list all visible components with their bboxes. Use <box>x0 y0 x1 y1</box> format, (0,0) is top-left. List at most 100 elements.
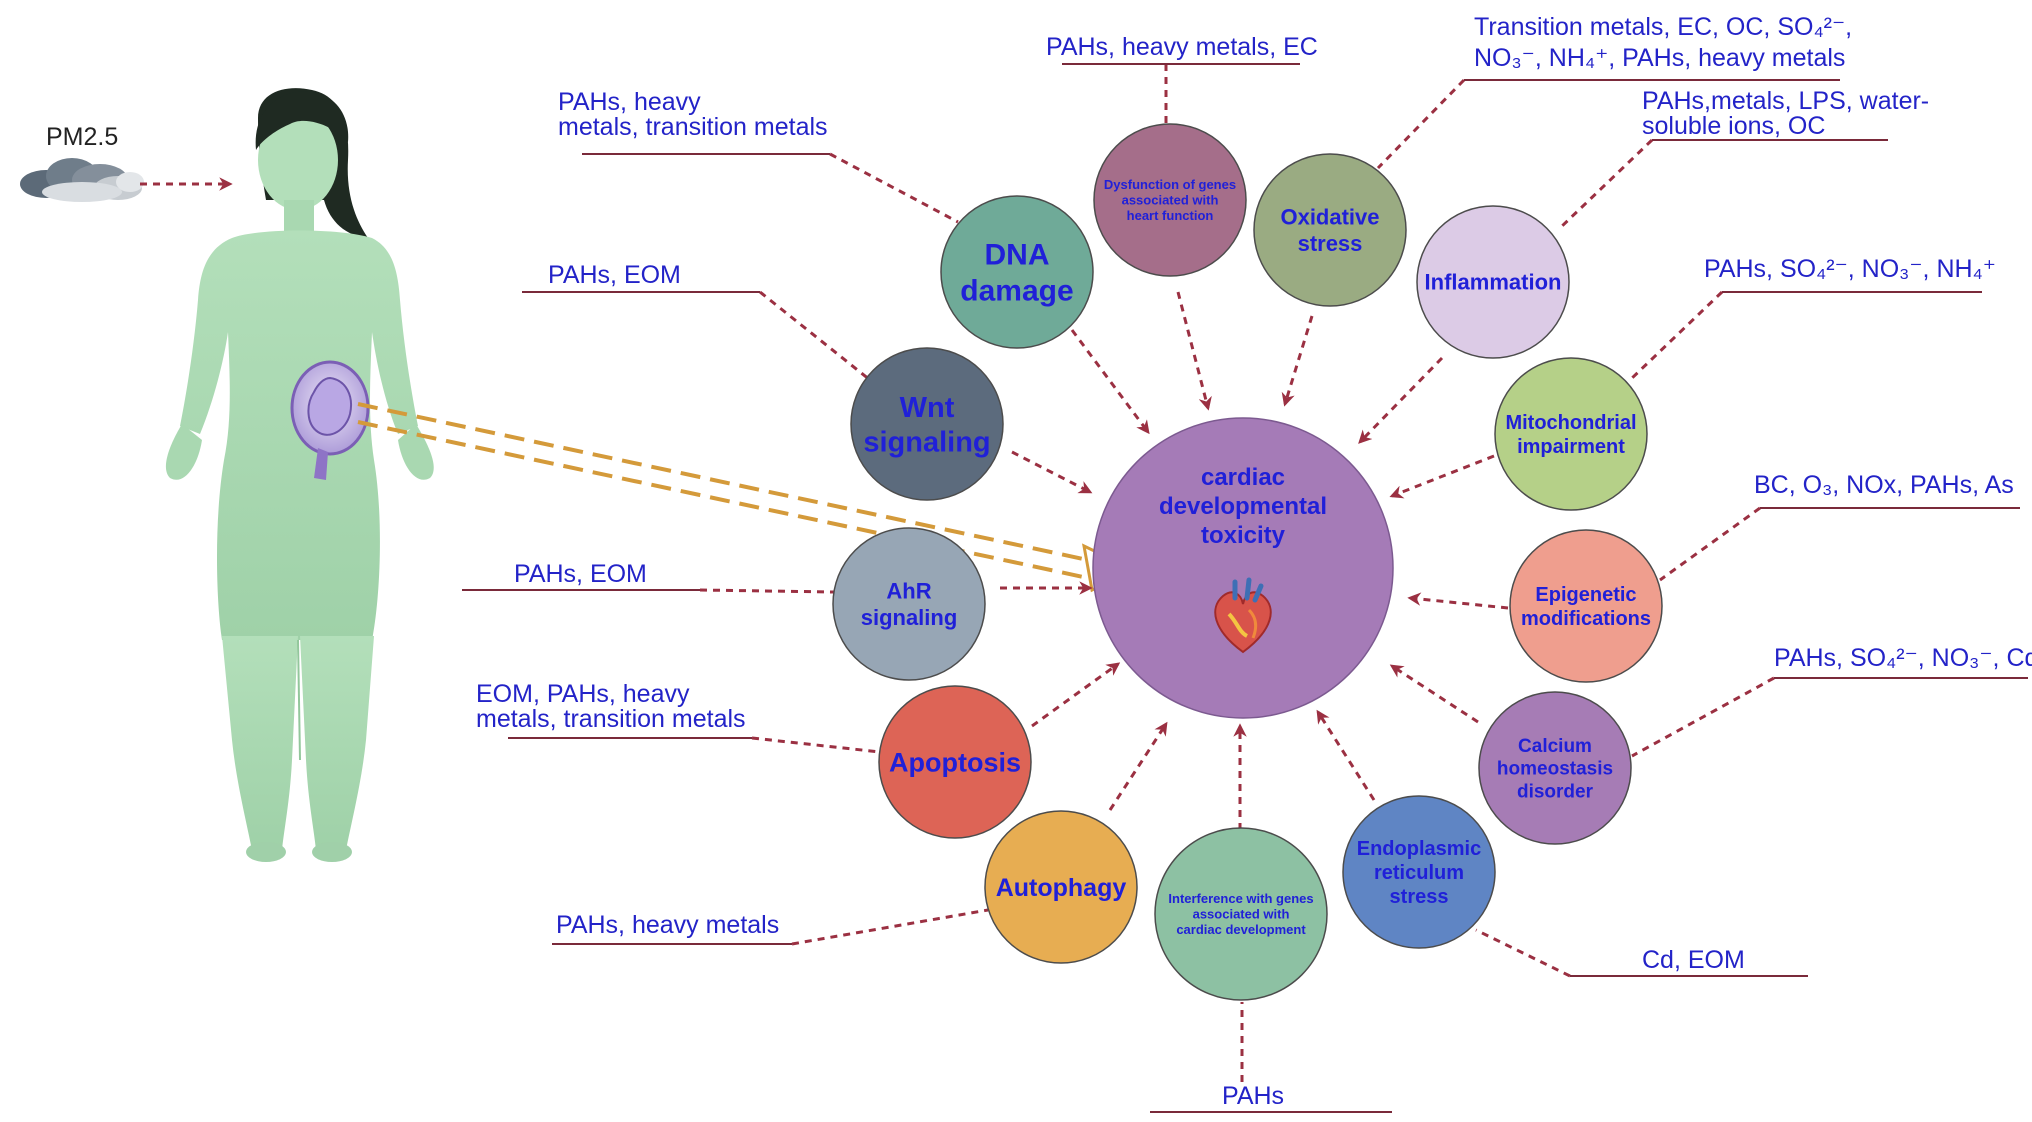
pollutant-label-text: PAHs, SO₄²⁻, NO₃⁻, NH₄⁺ <box>1704 255 1996 283</box>
right-leg <box>300 636 374 850</box>
pollutant-label-oxidative: Transition metals, EC, OC, SO₄²⁻,NO₃⁻, N… <box>1464 13 1852 81</box>
arrow-gene-dysfunction <box>1176 291 1212 411</box>
pollutant-label-text: PAHs <box>1222 1082 1284 1110</box>
pollutant-label-text: soluble ions, OC <box>1642 112 1825 140</box>
pollutant-label-text: PAHs, heavy metals, EC <box>1046 33 1318 61</box>
node-circle <box>1494 357 1648 511</box>
pollutant-label-genes-heart: PAHs, heavy metals, EC <box>1046 33 1318 65</box>
node-label: Inflammation <box>1425 270 1562 295</box>
node-label: stress <box>1390 886 1449 908</box>
leader-line-oxidative <box>1376 78 1466 170</box>
heart-icon <box>1214 577 1272 654</box>
leader-line-epi <box>1659 506 1761 582</box>
pollutant-label-text: BC, O₃, NOx, PAHs, As <box>1754 471 2014 499</box>
leader-line-apoptosis <box>751 736 881 754</box>
node-label: Interference with genes <box>1168 891 1313 906</box>
pollutant-label-genes-cardiac: PAHs <box>1150 1082 1392 1113</box>
connector-layer <box>699 64 1775 1082</box>
node-label: Wnt <box>900 392 955 424</box>
node-circle <box>1093 123 1247 277</box>
fetus-icon <box>307 376 352 436</box>
pollutant-label-text: PAHs,metals, LPS, water- <box>1642 87 1929 115</box>
leader-line-inflammation <box>1558 138 1654 230</box>
node-label: associated with <box>1193 907 1290 922</box>
pollutant-label-calcium: PAHs, SO₄²⁻, NO₃⁻, Cd <box>1774 644 2032 679</box>
arrow-dna-damage <box>1070 329 1150 435</box>
node-label: Apoptosis <box>889 747 1021 777</box>
right-hand <box>398 424 434 480</box>
left-hand <box>165 424 202 480</box>
leader-line-mito <box>1628 290 1724 382</box>
center-label: developmental <box>1159 493 1327 520</box>
node-label: signaling <box>863 427 990 459</box>
center-label: cardiac <box>1201 464 1285 491</box>
pregnant-woman-figure <box>165 88 434 862</box>
leader-line-dna <box>829 152 959 224</box>
pollutant-label-text: Cd, EOM <box>1642 946 1745 974</box>
node-label: heart function <box>1127 208 1214 223</box>
pollutant-label-text: NO₃⁻, NH₄⁺, PAHs, heavy metals <box>1474 44 1845 72</box>
pollutant-label-text: EOM, PAHs, heavy <box>476 680 690 708</box>
arrow-inflammation <box>1358 356 1444 444</box>
arrow-autophagy <box>1108 721 1168 811</box>
node-label: reticulum <box>1374 862 1464 884</box>
pollutant-label-wnt: PAHs, EOM <box>522 261 760 293</box>
node-circle <box>1509 529 1663 683</box>
node-label: AhR <box>886 579 931 604</box>
node-label: Calcium <box>1518 736 1592 757</box>
node-circle <box>1342 795 1496 949</box>
neck <box>284 200 314 236</box>
arrow-apoptosis <box>1031 662 1121 728</box>
node-label: signaling <box>861 605 958 630</box>
pollutant-label-autophagy: PAHs, heavy metals <box>552 911 792 945</box>
node-label: Dysfunction of genes <box>1104 177 1236 192</box>
node-apoptosis: Apoptosis <box>878 685 1032 839</box>
center-label: toxicity <box>1201 522 1286 549</box>
node-circle <box>1478 691 1632 845</box>
pollutant-label-text: PAHs, heavy <box>558 88 701 116</box>
node-label: Mitochondrial <box>1505 412 1636 434</box>
node-label: DNA <box>985 239 1050 272</box>
node-label: modifications <box>1521 608 1651 630</box>
pollutant-label-text: PAHs, EOM <box>514 560 647 588</box>
cervix <box>314 448 328 480</box>
hair-front <box>255 91 349 150</box>
pollutant-label-ahr: PAHs, EOM <box>462 560 700 591</box>
node-inflammation: Inflammation <box>1416 205 1570 359</box>
leader-line-calcium <box>1631 676 1775 758</box>
leader-line-wnt <box>759 290 871 382</box>
pollutant-label-epi: BC, O₃, NOx, PAHs, As <box>1754 471 2020 509</box>
pollutant-label-text: PAHs, EOM <box>548 261 681 289</box>
arrow-calcium-homeostasis <box>1389 664 1479 724</box>
node-circle <box>1416 205 1570 359</box>
node-circle <box>1253 153 1407 307</box>
arrow-oxidative-stress <box>1281 315 1314 407</box>
node-circle <box>878 685 1032 839</box>
node-circle <box>940 195 1094 349</box>
head <box>258 110 338 210</box>
node-circle <box>1154 827 1328 1001</box>
pollutant-label-text: metals, transition metals <box>558 113 828 141</box>
arrow-er-stress <box>1316 709 1376 801</box>
pollutant-label-er: Cd, EOM <box>1570 946 1808 977</box>
node-label: homeostasis <box>1497 759 1613 780</box>
node-label: associated with <box>1122 193 1219 208</box>
pm25-label: PM2.5 <box>46 123 118 151</box>
node-label: cardiac development <box>1176 922 1306 937</box>
node-label: impairment <box>1517 436 1625 458</box>
pollutant-label-mito: PAHs, SO₄²⁻, NO₃⁻, NH₄⁺ <box>1704 255 1996 293</box>
node-label: damage <box>960 275 1073 308</box>
